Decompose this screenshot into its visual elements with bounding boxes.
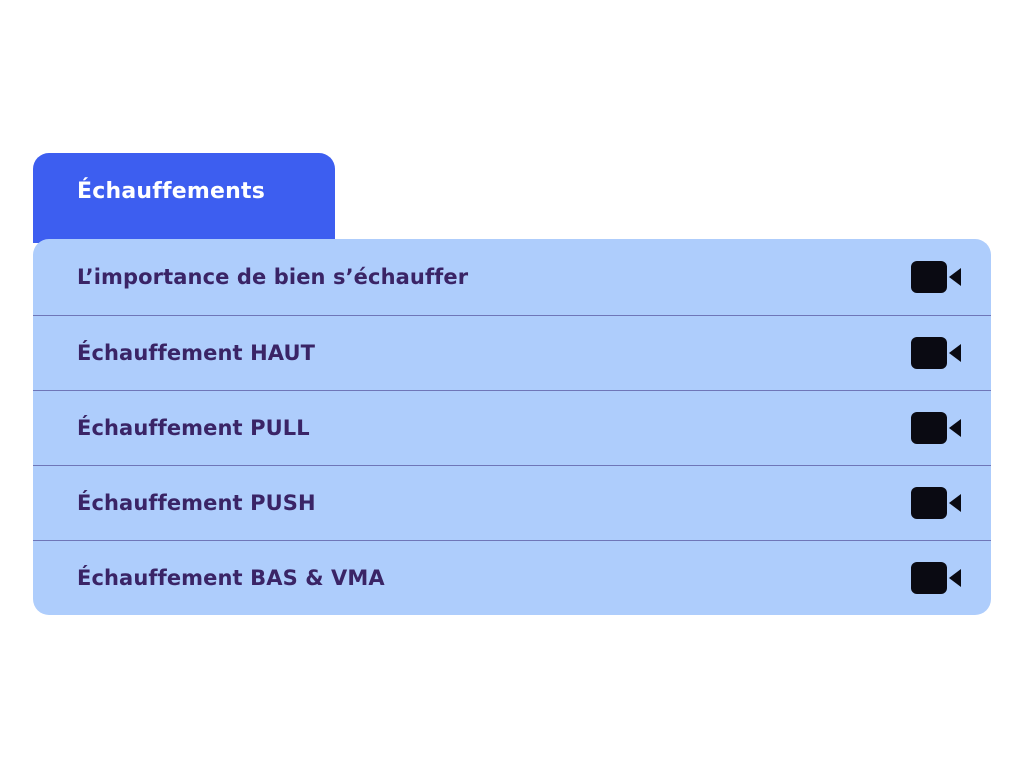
video-camera-icon[interactable] (911, 337, 963, 369)
tab-echauffements[interactable]: Échauffements (33, 153, 335, 243)
list-item-haut[interactable]: Échauffement HAUT (33, 315, 991, 390)
list-item-importance[interactable]: L’importance de bien s’échauffer (33, 239, 991, 315)
video-camera-icon[interactable] (911, 412, 963, 444)
list-item-label: Échauffement HAUT (77, 341, 316, 365)
list-item-label: Échauffement PULL (77, 416, 310, 440)
video-camera-icon[interactable] (911, 562, 963, 594)
list-item-label: L’importance de bien s’échauffer (77, 265, 469, 289)
tab-label: Échauffements (77, 179, 266, 204)
video-list: L’importance de bien s’échauffer Échauff… (33, 239, 991, 615)
list-item-bas-vma[interactable]: Échauffement BAS & VMA (33, 540, 991, 615)
video-camera-icon[interactable] (911, 261, 963, 293)
list-item-pull[interactable]: Échauffement PULL (33, 390, 991, 465)
list-item-push[interactable]: Échauffement PUSH (33, 465, 991, 540)
video-camera-icon[interactable] (911, 487, 963, 519)
list-item-label: Échauffement PUSH (77, 491, 316, 515)
list-item-label: Échauffement BAS & VMA (77, 566, 385, 590)
